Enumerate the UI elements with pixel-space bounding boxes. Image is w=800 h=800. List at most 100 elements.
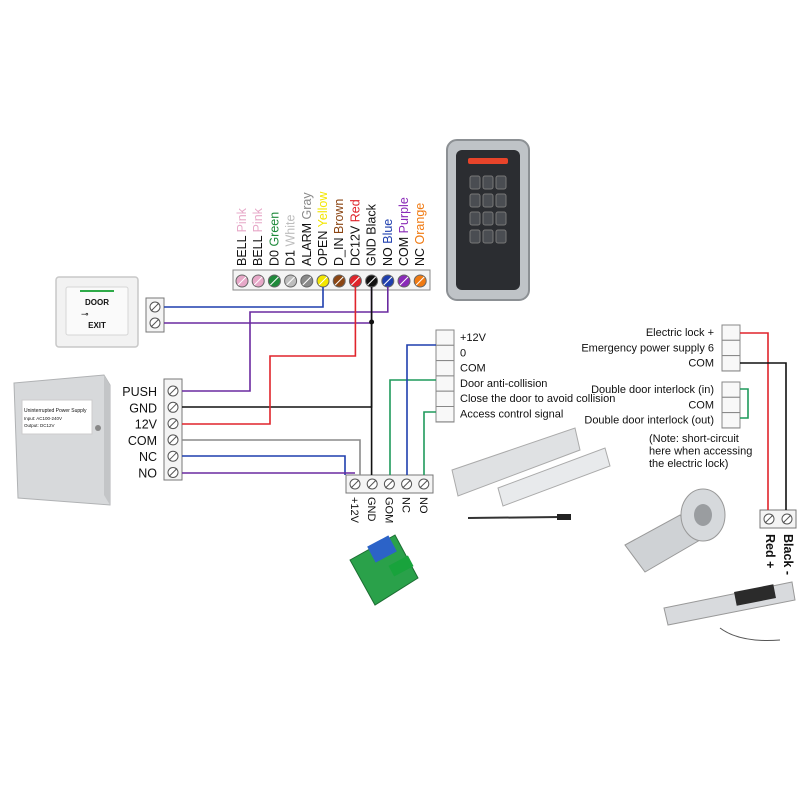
relay-terminal-screw-slot	[367, 479, 377, 489]
keypad-terminal-slot	[367, 276, 376, 286]
power-supply-device: Uninterrupted Power Supply Input: AC100-…	[13, 374, 111, 506]
wire-junction-dot	[369, 319, 375, 325]
wire-relay-nc	[406, 344, 436, 475]
relay-terminal-screw-slot	[385, 479, 394, 489]
wire-psu-push	[182, 287, 389, 392]
psu-label-input: Input: AC100-240V	[24, 416, 62, 421]
psu-terminal-screw-slot	[168, 451, 178, 461]
wire-psu-nc	[182, 455, 346, 475]
door-closer-terminal-label: Access control signal	[460, 409, 563, 421]
wire-psu-12v	[182, 287, 357, 425]
relay-module-device	[349, 534, 419, 606]
keypad-terminal-name: NC	[413, 244, 427, 266]
wire-psu-com	[182, 439, 361, 475]
keypad-terminal-slot	[415, 276, 425, 286]
relay-terminal-label: NC	[400, 497, 412, 513]
exit-button-terminal	[145, 297, 165, 333]
wire-lock-positive	[740, 332, 769, 510]
keypad-key	[495, 175, 507, 190]
keypad-terminal-slot	[334, 276, 344, 286]
keypad-terminal-label: D0 Green	[267, 212, 281, 266]
door-closer-terminal-label: 0	[460, 347, 466, 359]
lock-note-line: (Note: short-circuit	[649, 433, 739, 445]
exit-button-line1: DOOR	[85, 298, 109, 307]
psu-terminal-label: PUSH	[122, 385, 157, 399]
lock-note-line: here when accessing	[649, 446, 752, 458]
keypad-terminal-name: NO	[381, 244, 395, 266]
keypad-terminal-slot	[270, 276, 279, 286]
door-closer-device	[451, 427, 611, 520]
relay-terminal-label: GOM	[382, 497, 394, 523]
keypad-key	[495, 211, 507, 226]
lock-note-line: the electric lock)	[649, 458, 728, 470]
electric-lock-terminal-cell	[721, 355, 741, 372]
psu-terminal-screw-slot	[168, 402, 178, 412]
keypad-terminal-slot	[286, 276, 295, 286]
wires	[164, 287, 787, 510]
psu-terminal-screw-slot	[168, 419, 178, 428]
door-closer-terminal-cell	[435, 375, 455, 392]
keypad-terminal-color: Yellow	[316, 191, 330, 228]
electric-bolt-lock-device	[624, 488, 796, 641]
wire-exit-open	[164, 287, 324, 308]
keypad-terminal-label: NC Orange	[413, 203, 427, 266]
keypad-terminal-color: Pink	[235, 207, 249, 232]
keypad-key	[482, 211, 494, 226]
key-icon: ⊸	[81, 309, 89, 319]
keypad-terminal-color: Purple	[397, 197, 411, 233]
keypad-key	[469, 229, 481, 244]
psu-terminal-screw-slot	[168, 386, 178, 396]
psu-label-output: Output: DC12V	[24, 423, 55, 428]
door-closer-terminal-cell	[435, 360, 455, 377]
keypad-terminal-label: DC12V Red	[348, 199, 362, 266]
relay-terminal-label: NO	[417, 497, 429, 514]
keypad-terminal-label: D1 White	[284, 215, 298, 266]
keypad-terminal-slot	[253, 276, 263, 286]
electric-lock-terminal-label: Double door interlock (out)	[584, 415, 714, 427]
keypad-terminal-color: Black	[365, 203, 379, 234]
keypad-key	[469, 175, 481, 190]
keypad-terminal-name: D1	[284, 247, 298, 266]
door-closer-terminal-cell	[435, 390, 455, 408]
psu-label-title: Uninterrupted Power Supply	[24, 408, 87, 414]
psu-terminal-screw-slot	[168, 435, 178, 445]
relay-terminal-screw-slot	[419, 479, 429, 489]
keypad-terminal-name: BELL	[235, 232, 249, 266]
keypad-key	[495, 229, 507, 244]
psu-terminal-label: COM	[128, 434, 157, 448]
psu-terminal-label: NO	[138, 467, 157, 481]
electric-lock-terminal-block: Electric lock +Emergency power supply 6C…	[581, 324, 741, 429]
electric-lock-terminal-label: COM	[688, 399, 714, 411]
electric-lock-terminal-cell	[721, 412, 741, 429]
exit-button-line2: EXIT	[88, 321, 106, 330]
keypad-terminal-color: Brown	[332, 199, 346, 234]
keypad-terminal-name: GND	[365, 235, 379, 266]
wire-lock-com	[740, 362, 787, 510]
door-closer-terminal-cell	[435, 406, 455, 423]
keypad-terminal-color: White	[284, 215, 298, 247]
door-closer-terminal-cell	[435, 344, 455, 362]
electric-lock-terminal-label: COM	[688, 358, 714, 370]
keypad-terminal-name: DC12V	[348, 222, 362, 266]
door-closer-terminal-label: Door anti-collision	[460, 378, 547, 390]
exit-button-device: DOOR ⊸ EXIT	[55, 276, 139, 348]
keypad-terminal-slot	[351, 276, 360, 286]
electric-lock-terminal-label: Double door interlock (in)	[591, 384, 714, 396]
relay-terminal-label: GND	[365, 497, 377, 522]
electric-lock-terminal-label: Emergency power supply 6	[581, 342, 714, 354]
keypad-terminal-name: D0	[267, 247, 281, 266]
psu-terminal-label: GND	[129, 401, 157, 415]
wire-exit-gnd	[164, 287, 373, 324]
wire-psu-gnd	[182, 287, 373, 408]
relay-terminal-screw-slot	[402, 479, 411, 489]
lock-power-terminal: Red + Black -	[759, 509, 797, 575]
keypad-key	[482, 193, 494, 208]
keypad-terminal-color: Blue	[381, 219, 395, 244]
door-closer-terminal-label: +12V	[460, 332, 487, 344]
keypad-terminal-name: D_IN	[332, 234, 346, 266]
keypad-terminal-name: OPEN	[316, 227, 330, 266]
psu-terminal-label: NC	[139, 450, 157, 464]
